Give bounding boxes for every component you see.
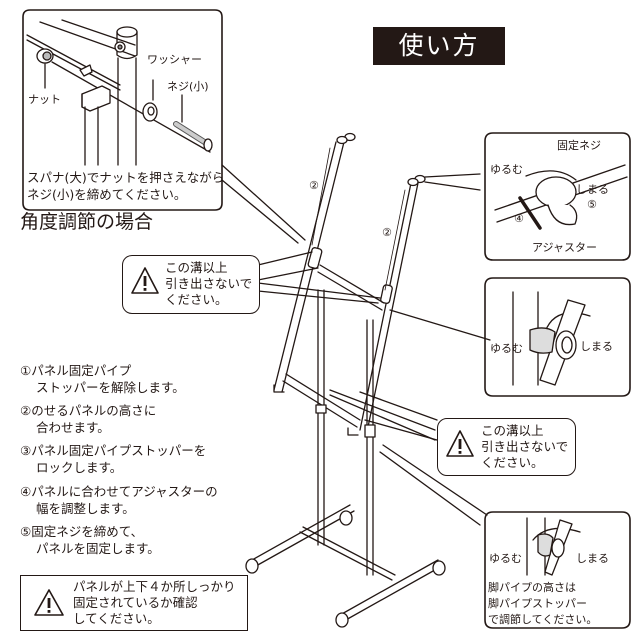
- bottom-warning-line1: パネルが上下４か所しっかり: [73, 579, 236, 594]
- warning-triangle-icon: [34, 589, 64, 616]
- stopper-tighten-label: しまる: [580, 340, 613, 353]
- leg-loosen-label: ゆるむ: [489, 552, 522, 565]
- leg-note-line2: 脚パイプストッパー: [488, 597, 587, 610]
- step-1-line2: ストッパーを解除します。: [36, 380, 185, 395]
- adjuster-loosen-label: ゆるむ: [490, 163, 523, 176]
- leg-stopper-detail-drawing: [484, 511, 631, 629]
- angle-joint-detail-drawing: [22, 9, 306, 244]
- step-5-line2: パネルを固定します。: [36, 541, 160, 556]
- right-pole-marker: ②: [382, 226, 392, 239]
- nut-label: ナット: [28, 93, 61, 106]
- warning-triangle-icon: [131, 267, 159, 294]
- stopper-loosen-label: ゆるむ: [490, 342, 523, 355]
- bottom-warning-line3: してください。: [73, 611, 160, 626]
- step-2-line1: ②のせるパネルの高さに: [20, 403, 157, 418]
- angle-instruction-line2: ネジ(小)を締めてください。: [27, 187, 187, 202]
- step-3-line1: ③パネル固定パイプストッパーを: [20, 443, 207, 458]
- bottom-warning-box: パネルが上下４か所しっかり 固定されているか確認 してください。: [20, 575, 248, 631]
- washer-label: ワッシャー: [147, 53, 202, 66]
- step-5: ⑤固定ネジを締めて、 パネルを固定します。: [20, 523, 160, 557]
- leg-note-line3: で調節してください。: [488, 613, 598, 626]
- page-title: 使い方: [373, 27, 505, 65]
- step5-marker: ⑤: [587, 198, 597, 211]
- warning-upper-pointer: [257, 251, 381, 304]
- adjuster-tighten-label: しまる: [576, 183, 609, 196]
- warning-lower-callout: この溝以上 引き出さないで ください。: [437, 418, 576, 476]
- step-3: ③パネル固定パイプストッパーを ロックします。: [20, 442, 206, 476]
- step-2-line2: 合わせます。: [36, 420, 110, 435]
- bottom-warning-line2: 固定されているか確認: [73, 595, 198, 610]
- step-4: ④パネルに合わせてアジャスターの 幅を調整します。: [20, 483, 218, 517]
- step-2: ②のせるパネルの高さに 合わせます。: [20, 402, 156, 436]
- warning-lower-line1: この溝以上: [481, 423, 544, 438]
- screw-small-label: ネジ(小): [167, 80, 209, 93]
- warning-triangle-icon: [446, 430, 474, 457]
- warning-upper-line3: ください。: [165, 292, 228, 307]
- warning-lower-line2: 引き出さないで: [481, 439, 569, 454]
- step-4-line2: 幅を調整します。: [36, 501, 135, 516]
- adjuster-detail-drawing: [484, 132, 631, 261]
- warning-lower-line3: ください。: [481, 455, 544, 470]
- pipe-stopper-detail-drawing: [484, 277, 631, 397]
- stand-main-drawing: [245, 132, 491, 628]
- angle-instruction-line1: スパナ(大)でナットを押さえながら: [27, 170, 225, 185]
- leg-tighten-label: しまる: [576, 552, 609, 565]
- step-5-line1: ⑤固定ネジを締めて、: [20, 524, 144, 539]
- step-1: ①パネル固定パイプ ストッパーを解除します。: [20, 362, 185, 396]
- step-1-line1: ①パネル固定パイプ: [20, 363, 132, 378]
- warning-upper-line1: この溝以上: [165, 260, 228, 275]
- leg-note-line1: 脚パイプの高さは: [488, 581, 576, 594]
- fixing-screw-label: 固定ネジ: [557, 139, 601, 152]
- warning-upper-line2: 引き出さないで: [165, 276, 253, 291]
- left-pole-marker: ②: [309, 179, 319, 192]
- step4-marker: ④: [514, 212, 524, 225]
- warning-upper-callout: この溝以上 引き出さないで ください。: [122, 255, 260, 314]
- step-4-line1: ④パネルに合わせてアジャスターの: [20, 484, 218, 499]
- section-heading-angle: 角度調節の場合: [20, 211, 154, 233]
- step-3-line2: ロックします。: [36, 460, 123, 475]
- adjuster-label: アジャスター: [532, 241, 598, 254]
- warning-lower-pointer: [359, 391, 438, 441]
